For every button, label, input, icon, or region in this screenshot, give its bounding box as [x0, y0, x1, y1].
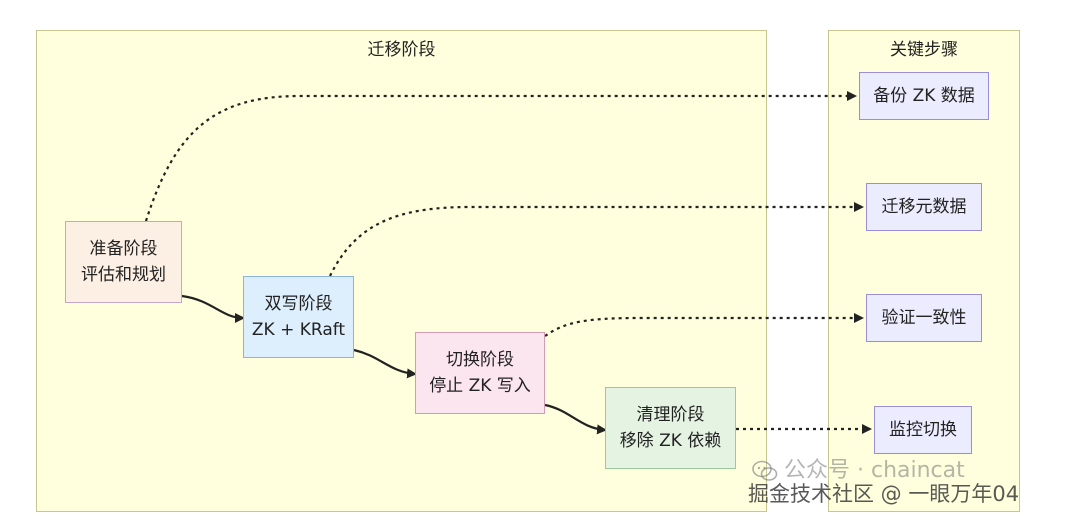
node-prep-title: 准备阶段 — [89, 239, 158, 259]
step-migrate-label: 迁移元数据 — [881, 197, 967, 217]
step-verify-consistency[interactable]: 验证一致性 — [866, 294, 982, 342]
edge-prep-to-dual — [181, 294, 245, 323]
watermark-juejin: 掘金技术社区 @ 一眼万年04 — [748, 482, 1020, 506]
edge-dual-to-switch — [353, 348, 417, 379]
node-switch-subtitle: 停止 ZK 写入 — [429, 376, 531, 396]
node-clean-subtitle: 移除 ZK 依赖 — [619, 431, 722, 451]
edge-switch-to-clean — [544, 403, 607, 435]
watermark-wechat-text: 公众号 · chaincat — [784, 458, 965, 483]
edge-prep-to-backup — [144, 91, 857, 222]
node-clean-title: 清理阶段 — [636, 405, 705, 425]
node-prep-phase[interactable]: 准备阶段 评估和规划 — [65, 221, 182, 303]
node-switch-phase[interactable]: 切换阶段 停止 ZK 写入 — [415, 332, 545, 414]
node-dual-subtitle: ZK + KRaft — [251, 320, 346, 340]
step-monitor-switch[interactable]: 监控切换 — [874, 406, 972, 454]
edge-switch-to-verify — [544, 313, 864, 337]
step-verify-label: 验证一致性 — [881, 308, 967, 328]
step-monitor-label: 监控切换 — [889, 420, 957, 440]
watermark-wechat: 公众号 · chaincat — [752, 452, 965, 484]
node-dual-write-phase[interactable]: 双写阶段 ZK + KRaft — [243, 276, 354, 358]
node-dual-title: 双写阶段 — [264, 294, 333, 314]
wechat-icon — [752, 460, 778, 481]
cluster-title-steps: 关键步骤 — [890, 40, 958, 60]
step-migrate-metadata[interactable]: 迁移元数据 — [866, 183, 982, 231]
cluster-title-migration: 迁移阶段 — [367, 40, 436, 60]
step-backup-label: 备份 ZK 数据 — [873, 86, 975, 106]
node-cleanup-phase[interactable]: 清理阶段 移除 ZK 依赖 — [605, 387, 736, 469]
step-backup-zk-data[interactable]: 备份 ZK 数据 — [859, 72, 989, 120]
edge-dual-to-migrate — [329, 202, 864, 277]
node-prep-subtitle: 评估和规划 — [81, 265, 166, 285]
node-switch-title: 切换阶段 — [446, 350, 514, 370]
